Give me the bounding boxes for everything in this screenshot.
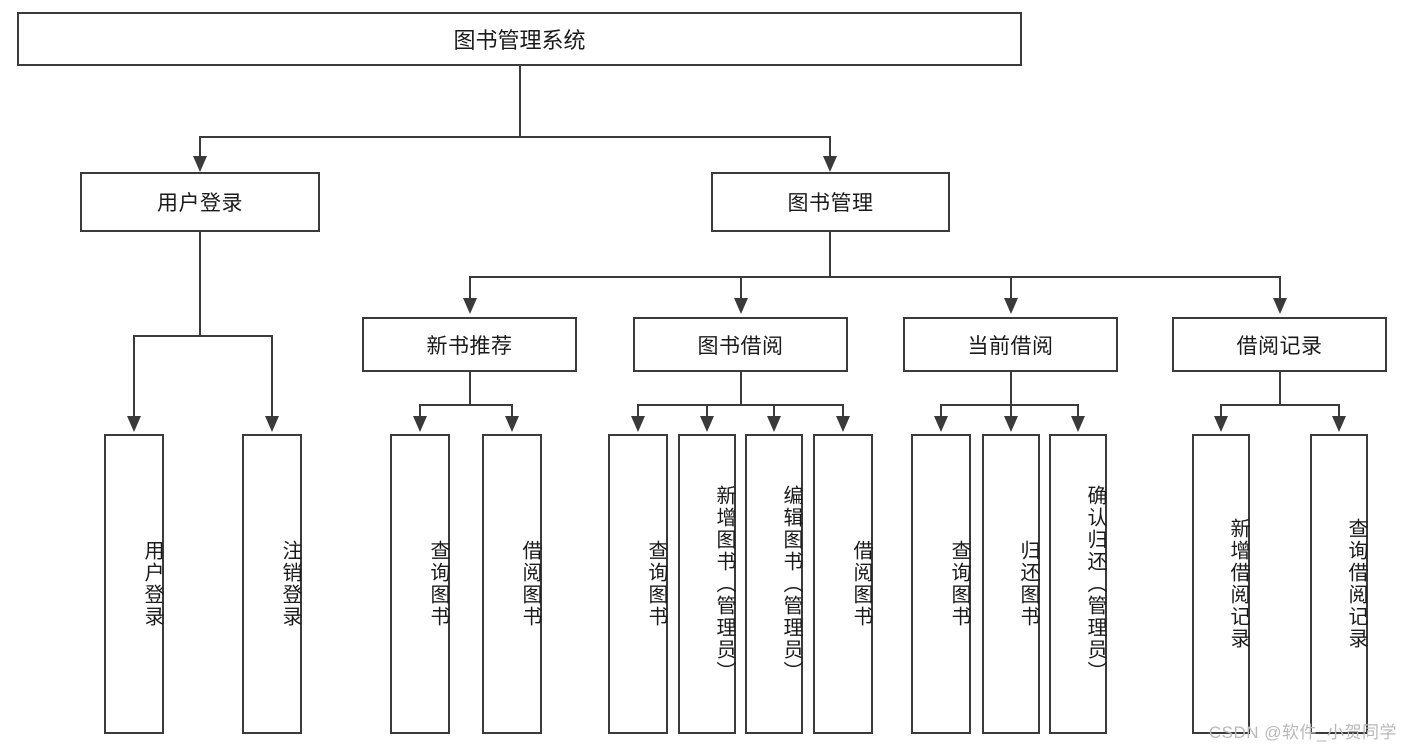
arrow-bm-to-borrow — [734, 298, 748, 314]
edge-bb-to-leaf-1 — [706, 404, 708, 418]
edge-root-bus — [199, 136, 831, 138]
node-current-borrow[interactable]: 当前借阅 — [903, 317, 1118, 372]
leaf-node-add-book-admin[interactable]: 新增图书（管理员） — [678, 434, 736, 734]
edge-bb-to-leaf-3 — [842, 404, 844, 418]
leaf-node-query-book-current[interactable]: 查询图书 — [911, 434, 971, 734]
node-label: 图书管理 — [787, 192, 874, 215]
arrow-bm-to-current-borrow — [1004, 298, 1018, 314]
leaf-node-logout[interactable]: 注销登录 — [242, 434, 302, 734]
edge-nb-to-leaf-0 — [419, 404, 421, 418]
edge-current-borrow-stem — [1010, 372, 1012, 404]
leaf-node-user-login[interactable]: 用户登录 — [104, 434, 164, 734]
watermark-text: CSDN @软件_小贺同学 — [1208, 723, 1397, 742]
node-label: 编辑图书（管理员） — [780, 485, 802, 683]
node-label: 用户登录 — [141, 540, 163, 628]
edge-bm-to-records — [1279, 276, 1281, 300]
node-label: 新书推荐 — [426, 334, 513, 358]
arrow-bm-to-new-book — [463, 298, 477, 314]
node-label: 图书管理系统 — [453, 28, 586, 53]
edge-current-borrow-bus — [940, 404, 1079, 406]
edge-user-login-bus — [133, 335, 273, 337]
node-book-borrow[interactable]: 图书借阅 — [633, 317, 848, 372]
arrow-cb-to-leaf-2 — [1071, 416, 1085, 432]
edge-new-book-stem — [469, 372, 471, 404]
leaf-node-query-borrow-record[interactable]: 查询借阅记录 — [1310, 434, 1368, 734]
edge-bb-to-leaf-0 — [637, 404, 639, 418]
edge-book-borrow-bus — [637, 404, 843, 406]
edge-root-to-book-management — [829, 136, 831, 158]
node-root-book-management-system[interactable]: 图书管理系统 — [17, 12, 1022, 66]
leaf-node-borrow-book[interactable]: 借阅图书 — [813, 434, 873, 734]
leaf-node-edit-book-admin[interactable]: 编辑图书（管理员） — [745, 434, 803, 734]
node-borrow-records[interactable]: 借阅记录 — [1172, 317, 1387, 372]
node-label: 新增借阅记录 — [1227, 518, 1249, 650]
node-label: 借阅图书 — [519, 540, 541, 628]
edge-book-management-bus — [469, 276, 1281, 278]
arrow-root-to-book-management — [823, 156, 837, 172]
edge-book-management-stem — [829, 232, 831, 276]
node-user-login[interactable]: 用户登录 — [80, 172, 320, 232]
node-label: 借阅图书 — [850, 540, 872, 628]
leaf-node-borrow-book-newbook[interactable]: 借阅图书 — [482, 434, 542, 734]
edge-records-stem — [1279, 372, 1281, 404]
arrow-bb-to-leaf-2 — [767, 416, 781, 432]
arrow-user-login-to-leaf-1 — [265, 416, 279, 432]
edge-cb-to-leaf-2 — [1077, 404, 1079, 418]
edge-user-login-to-leaf-0 — [133, 335, 135, 418]
edge-cb-to-leaf-1 — [1010, 404, 1012, 418]
node-label: 注销登录 — [279, 540, 301, 628]
node-new-book-recommend[interactable]: 新书推荐 — [362, 317, 577, 372]
leaf-node-query-book-newbook[interactable]: 查询图书 — [390, 434, 450, 734]
leaf-node-query-book-borrow[interactable]: 查询图书 — [608, 434, 668, 734]
node-label: 归还图书 — [1017, 540, 1039, 628]
arrow-cb-to-leaf-0 — [934, 416, 948, 432]
edge-records-bus — [1220, 404, 1340, 406]
edge-cb-to-leaf-0 — [940, 404, 942, 418]
edge-user-login-stem — [199, 232, 201, 335]
edge-nb-to-leaf-1 — [511, 404, 513, 418]
node-label: 图书借阅 — [697, 334, 784, 358]
arrow-root-to-user-login — [193, 156, 207, 172]
edge-root-to-user-login — [199, 136, 201, 158]
node-label: 新增图书（管理员） — [713, 485, 735, 683]
arrow-bb-to-leaf-1 — [700, 416, 714, 432]
edge-root-stem — [519, 66, 521, 136]
edge-bm-to-new-book — [469, 276, 471, 300]
arrow-cb-to-leaf-1 — [1004, 416, 1018, 432]
node-label: 确认归还（管理员） — [1084, 485, 1106, 683]
edge-new-book-bus — [419, 404, 513, 406]
arrow-bm-to-records — [1273, 298, 1287, 314]
node-book-management[interactable]: 图书管理 — [711, 172, 950, 232]
edge-book-borrow-stem — [740, 372, 742, 404]
node-label: 借阅记录 — [1236, 334, 1323, 358]
edge-bm-to-borrow — [740, 276, 742, 300]
arrow-rec-to-leaf-0 — [1214, 416, 1228, 432]
leaf-node-confirm-return-admin[interactable]: 确认归还（管理员） — [1049, 434, 1107, 734]
node-label: 当前借阅 — [967, 334, 1054, 358]
arrow-nb-to-leaf-0 — [413, 416, 427, 432]
leaf-node-add-borrow-record[interactable]: 新增借阅记录 — [1192, 434, 1250, 734]
arrow-rec-to-leaf-1 — [1332, 416, 1346, 432]
arrow-nb-to-leaf-1 — [505, 416, 519, 432]
leaf-node-return-book[interactable]: 归还图书 — [982, 434, 1040, 734]
node-label: 用户登录 — [157, 192, 243, 215]
edge-rec-to-leaf-1 — [1338, 404, 1340, 418]
node-label: 查询图书 — [645, 540, 667, 628]
node-label: 查询借阅记录 — [1345, 518, 1367, 650]
node-label: 查询图书 — [948, 540, 970, 628]
arrow-user-login-to-leaf-0 — [127, 416, 141, 432]
node-label: 查询图书 — [427, 540, 449, 628]
edge-user-login-to-leaf-1 — [271, 335, 273, 418]
edge-rec-to-leaf-0 — [1220, 404, 1222, 418]
edge-bb-to-leaf-2 — [773, 404, 775, 418]
arrow-bb-to-leaf-0 — [631, 416, 645, 432]
edge-bm-to-current-borrow — [1010, 276, 1012, 300]
arrow-bb-to-leaf-3 — [836, 416, 850, 432]
